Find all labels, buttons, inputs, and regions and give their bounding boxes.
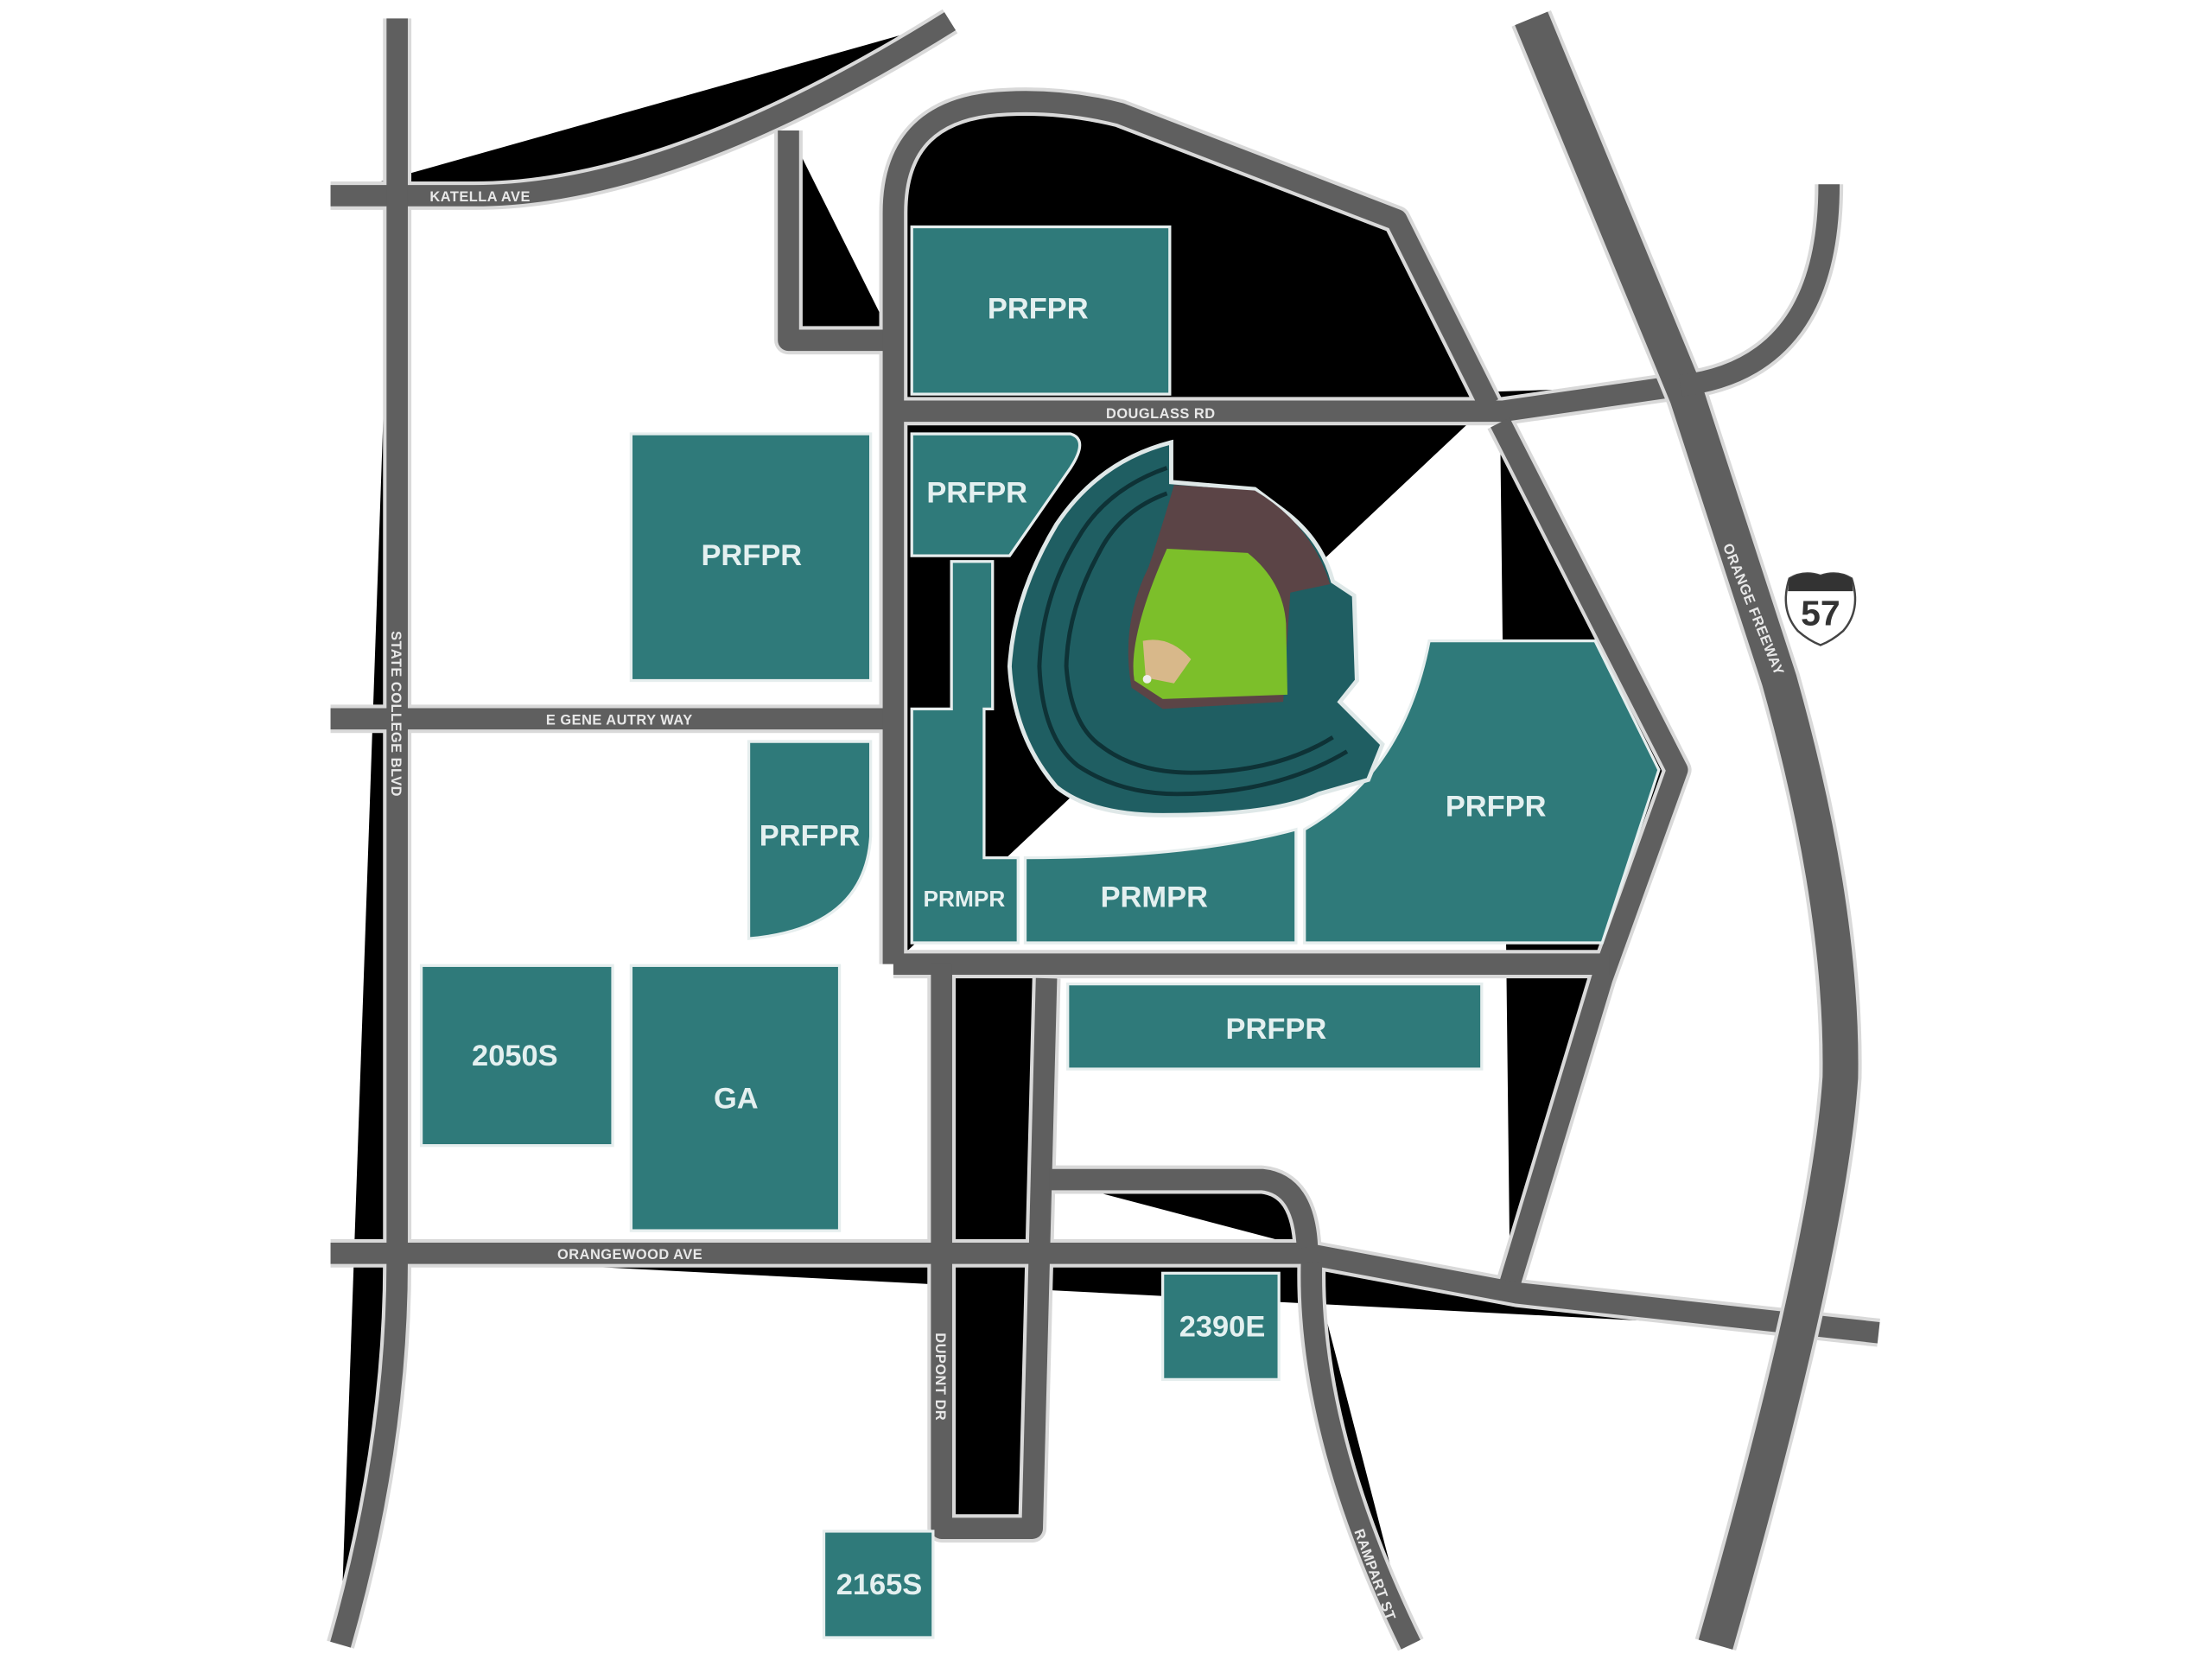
lot-ga[interactable]: GA (629, 964, 842, 1232)
label-state-college-blvd: STATE COLLEGE BLVD (388, 631, 404, 797)
road-orange-freeway (1515, 11, 1859, 1650)
road-connector-north (788, 130, 893, 340)
lot-2390e[interactable]: 2390E (1160, 1271, 1281, 1382)
label-douglass-rd: DOUGLASS RD (1106, 406, 1216, 422)
label-dupont-dr: DUPONT DR (932, 1333, 948, 1421)
lot-2050s[interactable]: 2050S (419, 964, 614, 1148)
label-orangewood-ave: ORANGEWOOD AVE (557, 1247, 702, 1263)
stadium[interactable] (1007, 439, 1385, 817)
road-rampart-st (1311, 1262, 1411, 1645)
road-freeway-ramp (1679, 184, 1840, 397)
infield-dirt (1142, 639, 1192, 684)
road-katella-ave (330, 21, 950, 196)
highway-number: 57 (1801, 594, 1840, 633)
lot-2165s[interactable]: 2165S (822, 1530, 935, 1639)
label-e-gene-autry-way: E GENE AUTRY WAY (546, 712, 693, 728)
lot-prmpr-south[interactable]: PRMPR (1023, 827, 1298, 945)
lot-prfpr-east[interactable]: PRFPR (1303, 639, 1661, 945)
highway-shield: 57 (1784, 572, 1857, 646)
lot-prfpr-gene-autry-south[interactable]: PRFPR (747, 740, 873, 940)
lot-prfpr-southeast[interactable]: PRFPR (1066, 982, 1484, 1071)
label-katella-ave: KATELLA AVE (429, 189, 531, 205)
lot-prfpr-north[interactable]: PRFPR (910, 225, 1172, 396)
lot-prfpr-west[interactable]: PRFPR (629, 432, 873, 683)
